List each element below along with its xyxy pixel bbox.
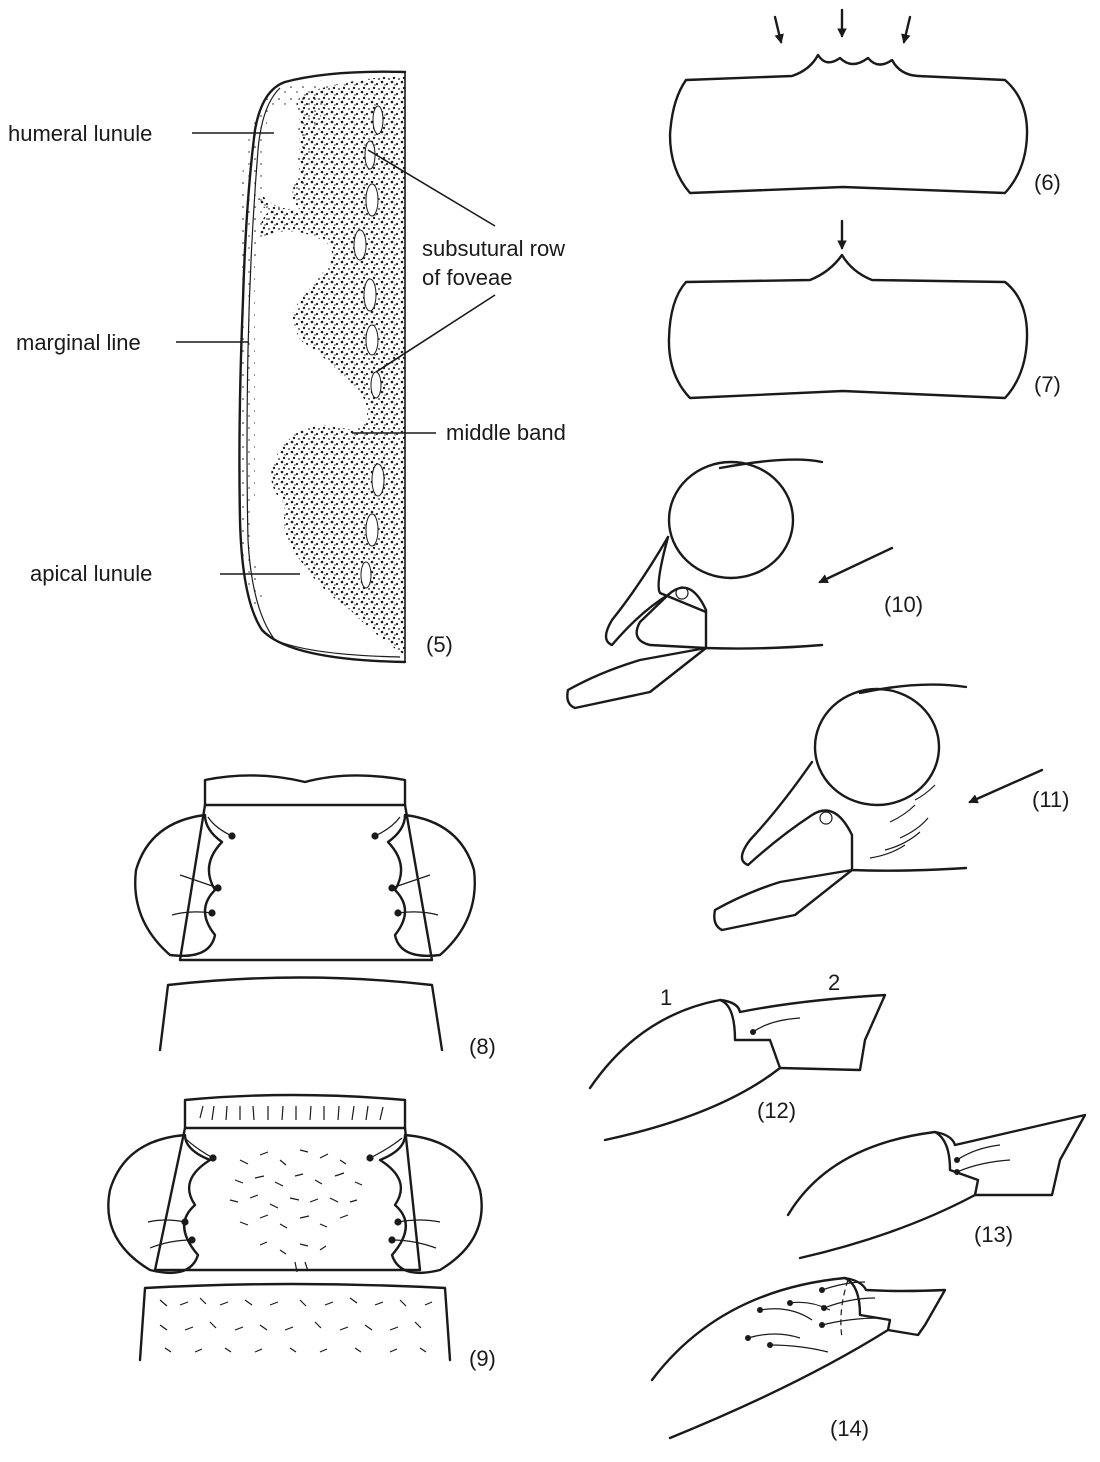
figure-number-7: (7) (1034, 372, 1061, 397)
figure-8-posterior (160, 978, 442, 1051)
figure-9-setae (148, 1138, 440, 1248)
figure-8-prothorax: (8) (135, 775, 496, 1059)
figure-9-disc-hatch (230, 1150, 362, 1272)
figure-number-10: (10) (884, 592, 923, 617)
figure-7-outline (669, 255, 1027, 398)
figure-14-setal-pores (745, 1287, 827, 1348)
label-subsutural-row-line2: of foveae (422, 265, 513, 290)
figure-8-anterior (205, 775, 405, 805)
figure-number-8: (8) (469, 1034, 496, 1059)
figure-9-anterior-hatch (200, 1106, 383, 1120)
figure-number-12: (12) (757, 1098, 796, 1123)
figure-11-spot (820, 812, 832, 824)
figure-14-dashed-joint (841, 1280, 848, 1338)
segment-number-2: 2 (828, 970, 840, 995)
figure-11-head: (11) (714, 685, 1069, 930)
arrow-icon (904, 17, 910, 42)
label-marginal-line: marginal line (16, 330, 141, 355)
figure-13-seta-a (957, 1145, 1000, 1160)
figure-9-anterior (185, 1095, 405, 1128)
figure-6-outline (670, 55, 1027, 193)
figure-13-setal-pore (954, 1169, 960, 1175)
figure-13-segments: (13) (788, 1115, 1085, 1258)
figure-10-head: (10) (567, 460, 923, 708)
figure-10-arrow (820, 548, 892, 582)
figure-11-eye (815, 689, 939, 805)
figure-9-prothorax: (9) (108, 1095, 496, 1371)
figure-number-5: (5) (426, 632, 453, 657)
figure-number-14: (14) (830, 1416, 869, 1441)
figure-12-setal-pore (750, 1029, 756, 1035)
figure-6-pronotum: (6) (670, 10, 1061, 195)
figure-9-posterior (140, 1284, 450, 1360)
figure-12-seta (753, 1018, 800, 1032)
figure-11-setae (870, 785, 935, 858)
figure-13-setal-pore (954, 1157, 960, 1163)
label-humeral-lunule: humeral lunule (8, 121, 152, 146)
figure-12-segments: 1 2 (12) (590, 970, 885, 1140)
arrow-icon (775, 17, 781, 42)
figure-6-arrows (775, 10, 910, 42)
figure-9-right-lobe (380, 1135, 482, 1273)
figure-14-segment-1 (652, 1278, 890, 1438)
figure-9-posterior-hatch (160, 1298, 432, 1352)
label-middle-band: middle band (446, 420, 566, 445)
figure-number-13: (13) (974, 1222, 1013, 1247)
figure-13-seta-b (957, 1160, 1010, 1172)
figure-9-body (155, 1128, 420, 1270)
label-subsutural-row-line1: subsutural row (422, 236, 565, 261)
figure-number-9: (9) (469, 1346, 496, 1371)
figure-14-segments: (14) (652, 1278, 945, 1441)
figure-12-segment-1 (590, 1000, 780, 1140)
figure-number-6: (6) (1034, 170, 1061, 195)
figure-10-head-outline (567, 460, 822, 708)
figure-number-11: (11) (1032, 787, 1070, 812)
figure-10-eye (669, 462, 793, 578)
segment-number-1: 1 (660, 985, 672, 1010)
figure-13-segment-2 (935, 1115, 1085, 1195)
figure-14-setae (748, 1282, 880, 1352)
label-apical-lunule: apical lunule (30, 561, 152, 586)
figure-11-head-outline (714, 685, 966, 930)
figure-7-pronotum: (7) (669, 221, 1061, 398)
figure-12-segment-2 (720, 995, 885, 1070)
figure-13-segment-1 (788, 1132, 978, 1258)
